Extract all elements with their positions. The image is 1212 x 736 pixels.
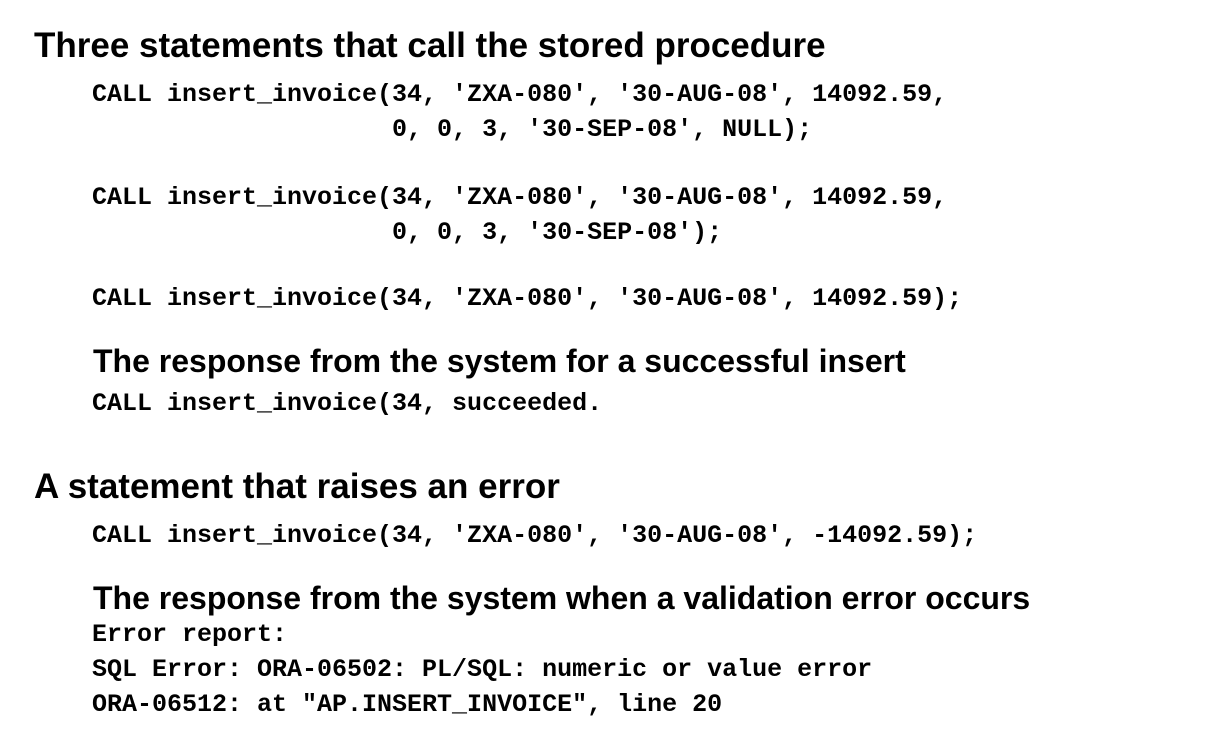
code-call-statement-1: CALL insert_invoice(34, 'ZXA-080', '30-A… [92, 80, 948, 144]
code-error-response: Error report: SQL Error: ORA-06502: PL/S… [92, 620, 873, 719]
heading-three-statements: Three statements that call the stored pr… [34, 26, 826, 65]
code-success-response: CALL insert_invoice(34, succeeded. [92, 389, 603, 418]
heading-validation-error-response: The response from the system when a vali… [93, 580, 1031, 616]
heading-error-statement: A statement that raises an error [34, 467, 560, 506]
heading-successful-response: The response from the system for a succe… [93, 343, 906, 379]
code-call-statement-2: CALL insert_invoice(34, 'ZXA-080', '30-A… [92, 183, 948, 247]
code-call-statement-3: CALL insert_invoice(34, 'ZXA-080', '30-A… [92, 284, 963, 313]
code-error-call: CALL insert_invoice(34, 'ZXA-080', '30-A… [92, 521, 978, 550]
